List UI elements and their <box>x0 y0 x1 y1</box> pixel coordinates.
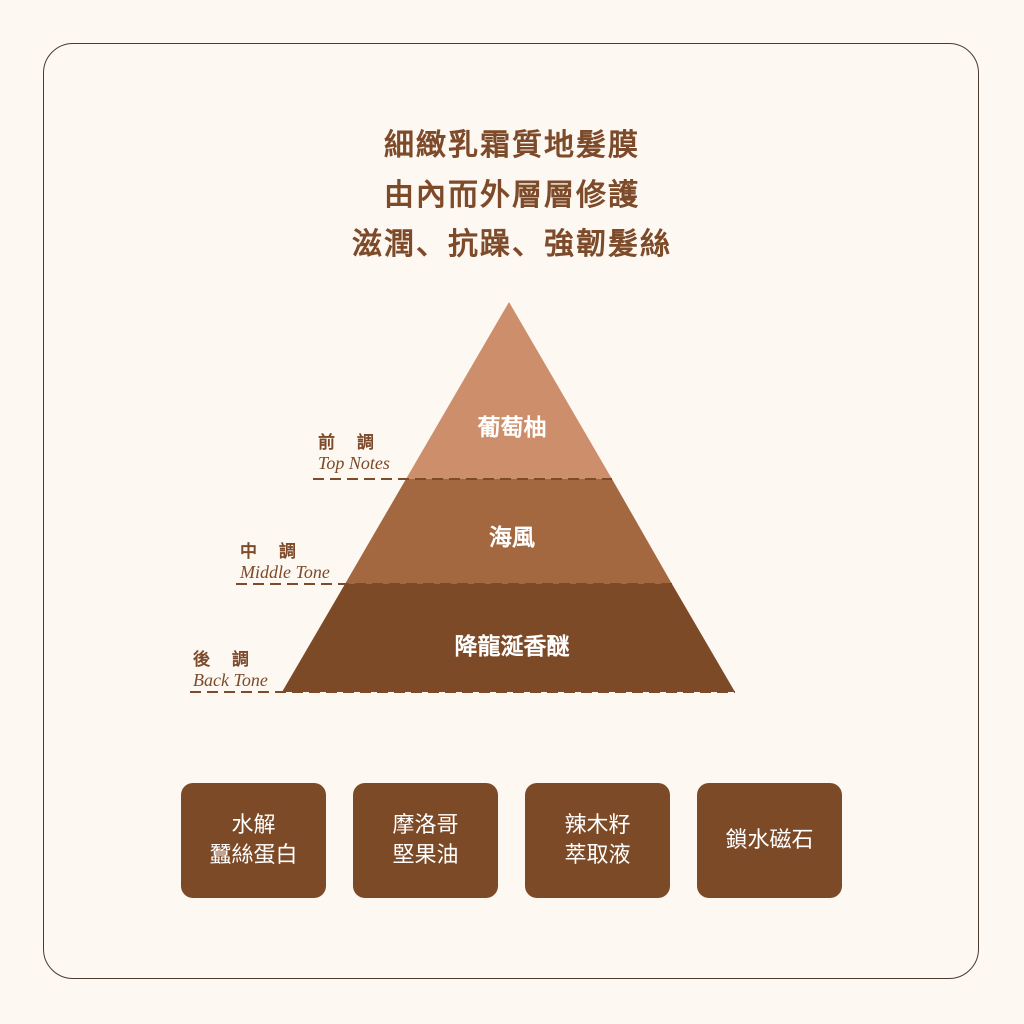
back-tone-zh: 後 調 <box>193 650 257 670</box>
ingredient-line-1: 辣木籽 <box>564 812 631 838</box>
ingredient-box-silk-protein: 水解 蠶絲蛋白 <box>181 783 326 898</box>
ingredient-line-2: 堅果油 <box>392 842 459 868</box>
back-tone-label: 後 調 Back Tone <box>193 645 268 691</box>
pyramid-middle-band <box>345 479 672 584</box>
headline-line-2: 由內而外層層修護 <box>384 178 640 213</box>
pyramid-top-band <box>406 302 612 479</box>
base-ingredient: 降龍涎香醚 <box>454 633 570 660</box>
ingredient-box-argan-oil: 摩洛哥 堅果油 <box>353 783 498 898</box>
ingredient-box-moringa: 辣木籽 萃取液 <box>525 783 670 898</box>
middle-tone-label: 中 調 Middle Tone <box>240 537 330 583</box>
back-tone-en: Back Tone <box>193 670 268 690</box>
ingredient-line-1: 鎖水磁石 <box>725 827 814 853</box>
headline-line-1: 細緻乳霜質地髮膜 <box>384 128 640 163</box>
top-notes-en: Top Notes <box>318 453 390 473</box>
middle-tone-zh: 中 調 <box>240 542 304 562</box>
ingredient-box-moisture-magnet: 鎖水磁石 <box>697 783 842 898</box>
top-ingredient: 葡萄柚 <box>477 414 547 441</box>
ingredient-line-1: 摩洛哥 <box>392 812 459 838</box>
top-notes-label: 前 調 Top Notes <box>318 428 390 474</box>
top-notes-zh: 前 調 <box>318 433 382 453</box>
headline-line-3: 滋潤、抗躁、強韌髮絲 <box>352 227 672 262</box>
ingredient-line-2: 萃取液 <box>564 842 631 868</box>
middle-tone-en: Middle Tone <box>240 562 330 582</box>
middle-ingredient: 海風 <box>489 524 535 551</box>
card-frame <box>43 43 979 979</box>
ingredient-line-2: 蠶絲蛋白 <box>209 842 298 868</box>
ingredient-line-1: 水解 <box>231 812 276 838</box>
pyramid-base-band <box>282 584 735 692</box>
